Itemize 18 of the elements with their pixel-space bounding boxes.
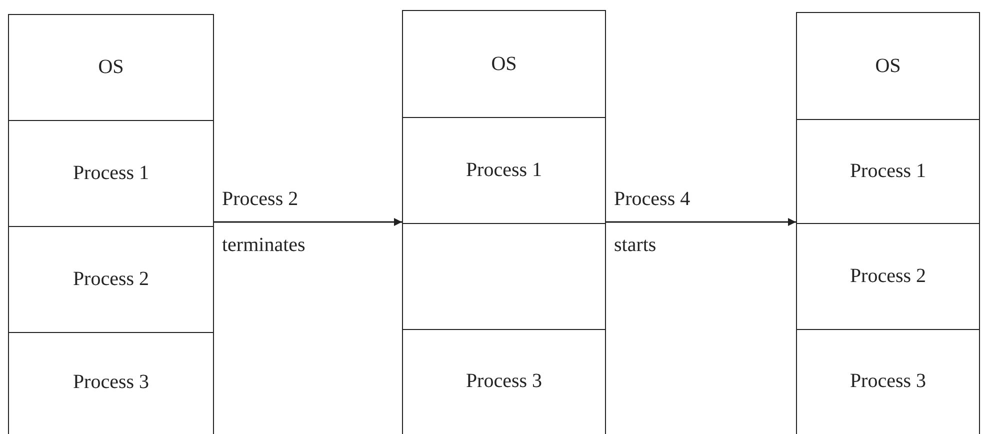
partition-label: Process 1 [466, 159, 542, 182]
partition-label: OS [875, 54, 901, 78]
memory-column [796, 12, 980, 434]
partition-label: Process 3 [850, 370, 926, 393]
arrow [214, 218, 402, 226]
partition-label: Process 3 [72, 371, 150, 394]
edge-label: Process 2 terminates [222, 187, 306, 258]
partition-label: Process 3 [466, 370, 542, 393]
partition-label: Process 2 [72, 268, 150, 291]
partition-label: OS [491, 52, 517, 76]
memory-column [8, 14, 214, 434]
edge-label: Process 4 starts [614, 187, 692, 258]
partition-label: Process 1 [72, 162, 150, 185]
arrow [606, 218, 796, 226]
partition-label: Process 1 [850, 160, 926, 183]
memory-column [402, 10, 606, 434]
partition-label: OS [98, 56, 124, 79]
partition-label: Process 2 [850, 265, 926, 288]
